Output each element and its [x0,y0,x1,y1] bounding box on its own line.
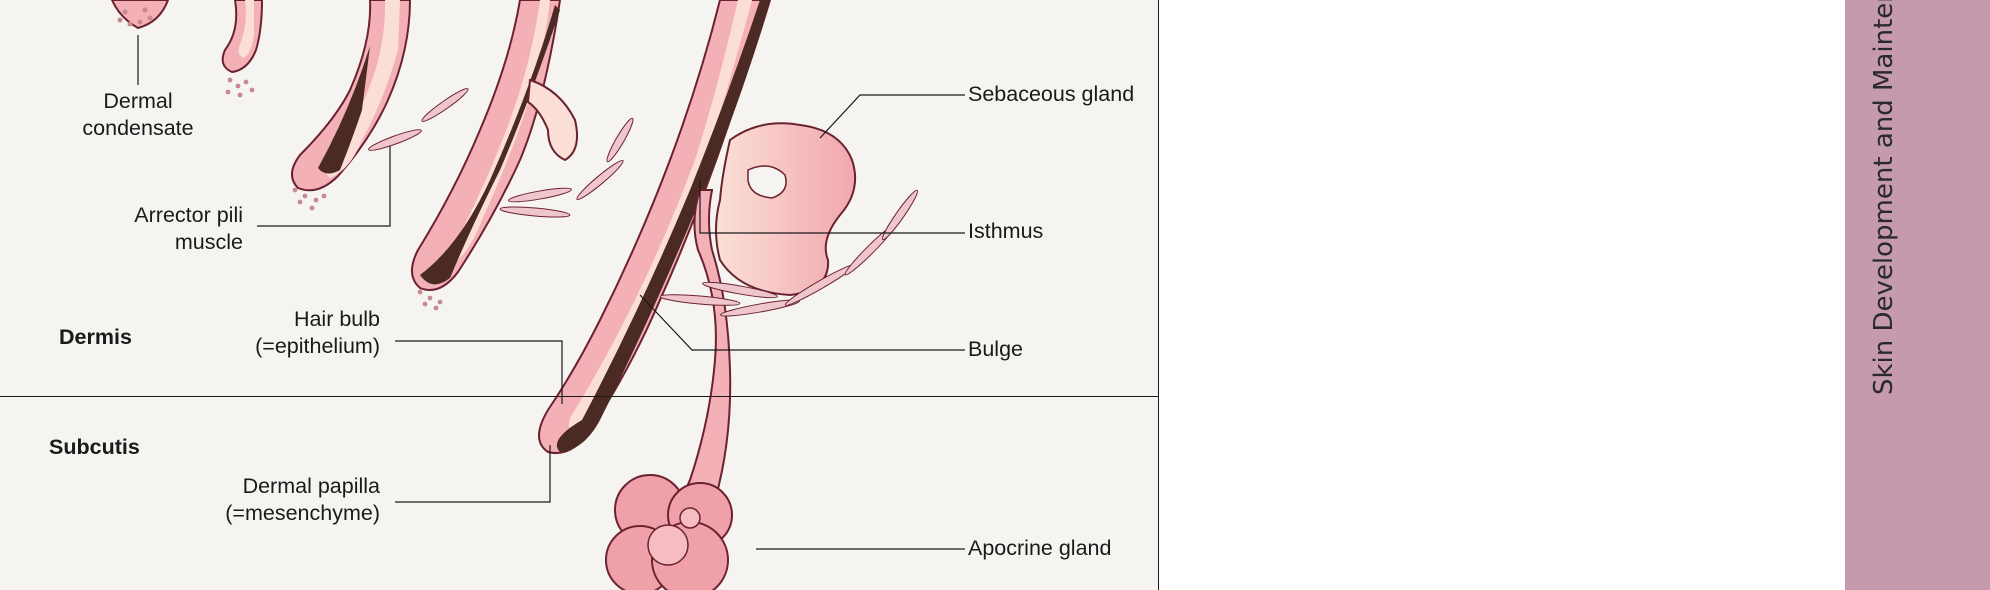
label-dermal-papilla: Dermal papilla (=mesenchyme) [225,474,380,525]
arrector-pili-fibres [368,88,919,317]
dermis-subcutis-boundary [0,396,1159,397]
dermal-condensate-cells [117,7,153,27]
label-isthmus: Isthmus [968,219,1044,243]
chapter-sidebar [1845,0,1990,590]
hair-follicle-figure: Dermal condensate Arrector pili muscle D… [0,0,1159,590]
hair-follicle-illustration [110,0,965,590]
mature-hair-follicle [538,0,856,590]
label-arrector-pili-muscle: Arrector pili muscle [134,203,243,254]
layer-label-subcutis: Subcutis [49,435,140,459]
label-bulge: Bulge [968,337,1023,361]
layer-label-dermis: Dermis [59,325,132,349]
hair-follicle-stage-4 [411,0,578,311]
label-hair-bulb: Hair bulb (=epithelium) [255,307,380,358]
hair-peg-stage-3 [291,0,412,211]
hair-germ-stage-2 [221,0,264,98]
label-sebaceous-gland: Sebaceous gland [968,82,1135,106]
apocrine-gland-coil [605,474,733,590]
label-apocrine-gland: Apocrine gland [968,536,1112,560]
leader-lines [137,35,965,550]
placode-stage-1 [110,0,170,30]
label-dermal-condensate: Dermal condensate [82,89,194,140]
chapter-title: Skin Development and Maintenance [1869,0,1899,395]
